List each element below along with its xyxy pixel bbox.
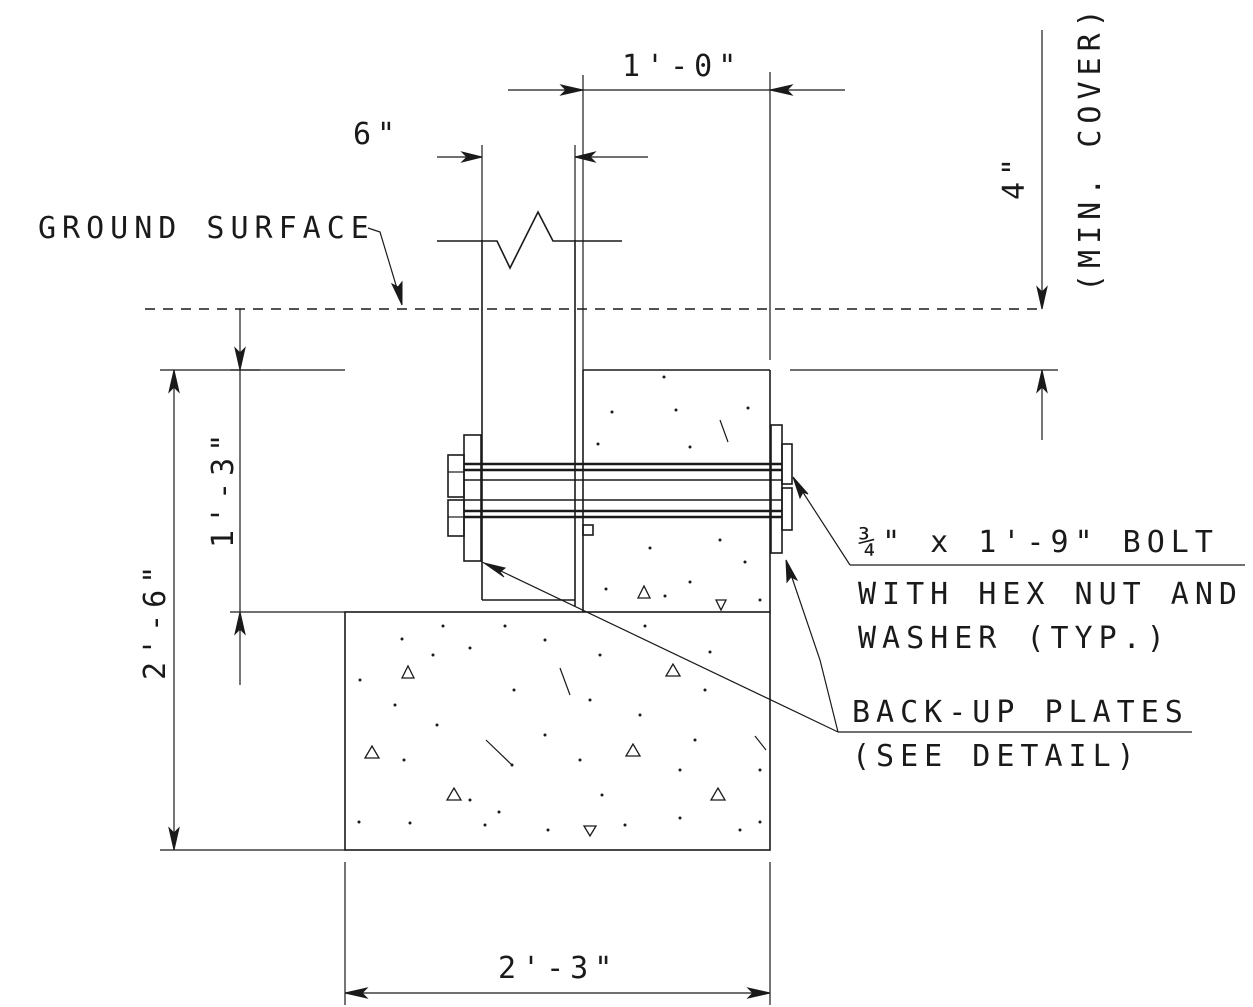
backup-note-line1: BACK-UP PLATES [852,695,1189,730]
bolt-note-line3: WASHER (TYP.) [858,621,1171,656]
backup-plate-left [463,434,482,562]
dim-post-width [437,145,648,240]
dim-footing-width [344,862,771,1005]
bolt-leader [794,479,851,566]
backup-plate-right [770,424,783,554]
backup-leader-right [785,559,839,733]
bolt-note-line2: WITH HEX NUT AND [858,577,1243,612]
backup-note-line2: (SEE DETAIL) [852,739,1141,774]
backup-leader-left [481,561,839,733]
dim-stem-height [230,309,345,685]
dim-total-height [160,369,345,851]
hex-nut-top-right [781,443,793,485]
concrete-stem [582,369,771,612]
dim-stem-width-label: 1'-0" [622,49,742,84]
dim-min-cover [790,30,1058,440]
dim-total-height-label: 2'-6" [138,560,173,680]
ground-surface-leader [367,227,403,306]
concrete-stipple [357,375,767,838]
dim-min-cover-note: (MIN. COVER) [1073,3,1108,292]
hex-nut-top-left [447,454,465,498]
bolt-size-fraction: ¾ [858,525,882,560]
concrete-footing [344,611,771,851]
bolt-upper [464,462,782,481]
bolt-note-line1: ¾" x 1'-9" BOLT [858,525,1219,560]
dim-stem-height-label: 1'-3" [206,428,241,548]
ground-surface-label: GROUND SURFACE [38,211,375,246]
post-break-line [437,210,622,270]
dim-footing-width-label: 2'-3" [498,951,618,986]
hex-nut-bottom-left [447,499,465,537]
dim-stem-width [508,72,845,370]
bolt-lower [464,499,782,519]
hex-nut-bottom-right [781,487,793,531]
bolt-note-line1-rest: " x 1'-9" BOLT [882,525,1219,560]
post [437,210,622,606]
bolt-assembly [447,424,793,562]
dim-min-cover-value: 4" [997,152,1032,200]
dim-post-width-label: 6" [353,117,401,152]
